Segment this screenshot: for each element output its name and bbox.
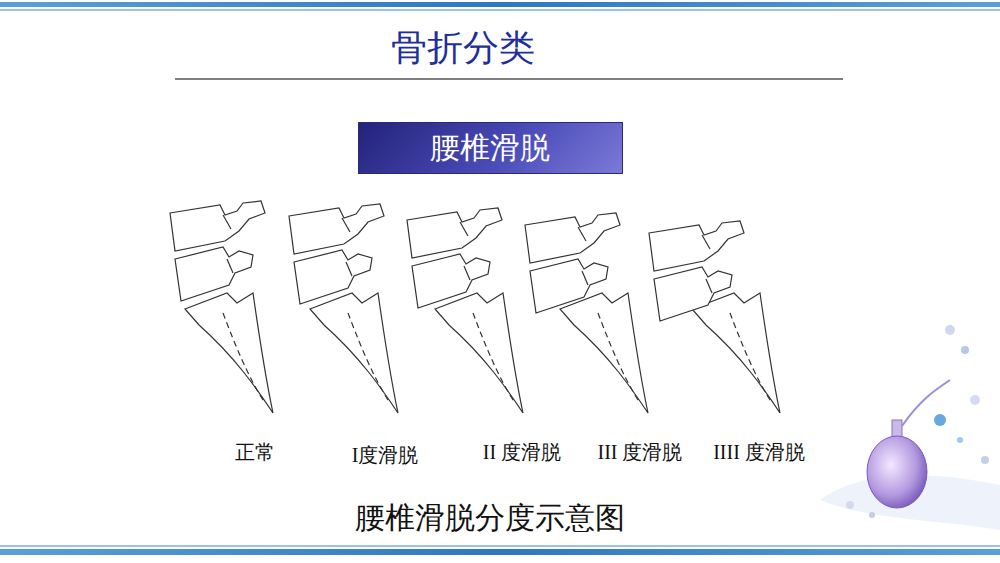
top-bar [0, 2, 1000, 11]
grade-label: 正常 [235, 440, 275, 464]
figure-caption: 腰椎滑脱分度示意图 [355, 500, 625, 536]
grade-label: III 度滑脱 [598, 440, 683, 464]
grade-label: II 度滑脱 [483, 440, 561, 464]
spine-figure [525, 213, 648, 413]
heading-box: 腰椎滑脱 [358, 122, 623, 174]
slide-title: 骨折分类 [391, 26, 535, 69]
grade-label: I度滑脱 [352, 443, 419, 467]
spine-figure [170, 201, 273, 413]
grade-label: IIII 度滑脱 [713, 440, 805, 464]
spine-figure [407, 208, 523, 413]
spine-figure [289, 204, 398, 413]
title-rule [175, 78, 843, 80]
bottom-bar [0, 545, 1000, 555]
heading-text: 腰椎滑脱 [430, 130, 550, 166]
decor-bottle [820, 325, 1000, 530]
spine-figure [649, 221, 780, 413]
